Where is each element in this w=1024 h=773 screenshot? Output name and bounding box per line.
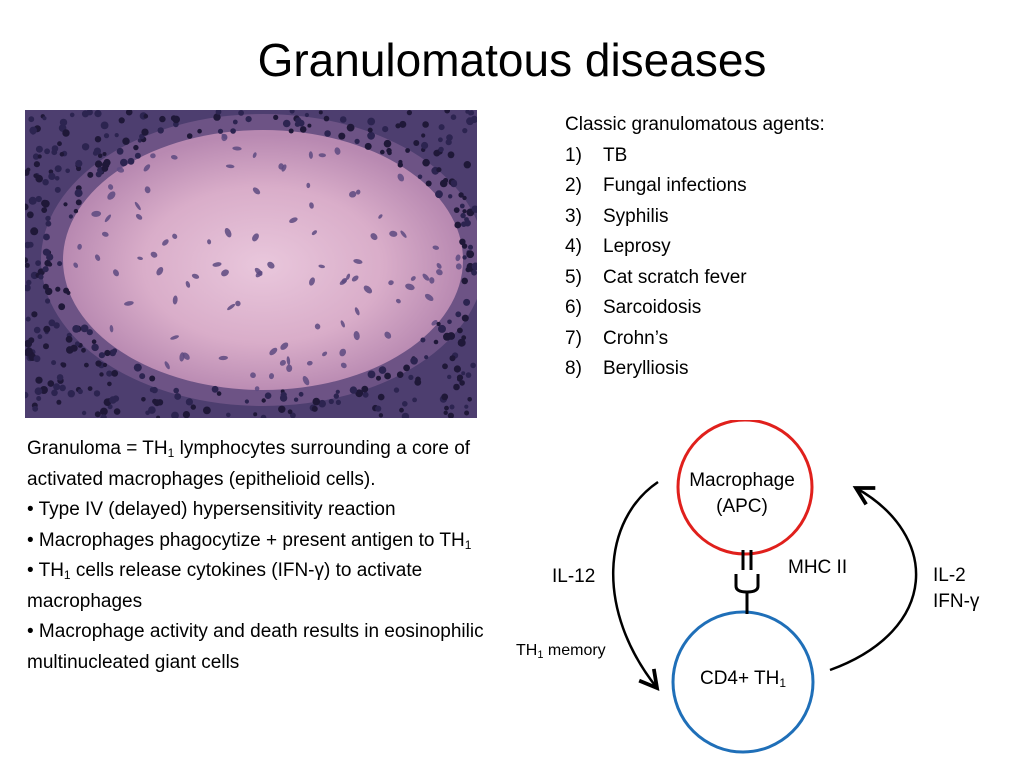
list-item: 1)TB: [565, 144, 628, 166]
list-item: 8)Berylliosis: [565, 358, 689, 379]
granuloma-micrograph-image: [25, 110, 477, 418]
mhc-ii-label: MHC II: [788, 557, 848, 578]
il2-ifn-label: IL-2 IFN-γ: [933, 565, 980, 612]
macrophage-circle: [676, 418, 814, 556]
cd4-th1-label: CD4+ TH1: [699, 668, 787, 690]
il12-label: IL-12: [552, 566, 596, 587]
list-item: 4)Leprosy: [565, 236, 671, 257]
macrophage-th1-diagram: Macrophage (APC) MHC II IL-12 IL-2 IFN-γ…: [500, 418, 1024, 768]
bullet-phagocytize: • Macrophages phagocytize + present anti…: [27, 529, 472, 552]
th1-memory-label: TH1 memory: [516, 642, 606, 661]
bullet-type-iv: • Type IV (delayed) hypersensitivity rea…: [27, 499, 396, 520]
slide-title: Granulomatous diseases: [257, 34, 767, 86]
bullet-th1-cytokines: • TH1 cells release cytokines (IFN-γ) to…: [27, 560, 423, 612]
agents-heading: Classic granulomatous agents:: [565, 114, 825, 135]
mhc-ii-receptor-icon: [734, 550, 760, 614]
granuloma-definition: Granuloma = TH1 lymphocytes surrounding …: [27, 438, 471, 490]
list-item: 7)Crohn’s: [565, 327, 669, 349]
il12-arrow: [611, 480, 658, 688]
granulomatous-agents-list: Classic granulomatous agents: 1)TB 2)Fun…: [565, 110, 1005, 385]
list-item: 5)Cat scratch fever: [565, 266, 747, 288]
il2-ifn-arrow: [829, 488, 918, 672]
list-item: 3)Syphilis: [565, 205, 669, 227]
cd4-th1-circle: [671, 610, 815, 754]
bullet-giant-cells: • Macrophage activity and death results …: [27, 621, 484, 673]
list-item: 6)Sarcoidosis: [565, 297, 702, 318]
granuloma-description: Granuloma = TH1 lymphocytes surrounding …: [27, 434, 507, 678]
list-item: 2)Fungal infections: [565, 175, 747, 196]
macrophage-label: Macrophage (APC): [689, 470, 795, 517]
